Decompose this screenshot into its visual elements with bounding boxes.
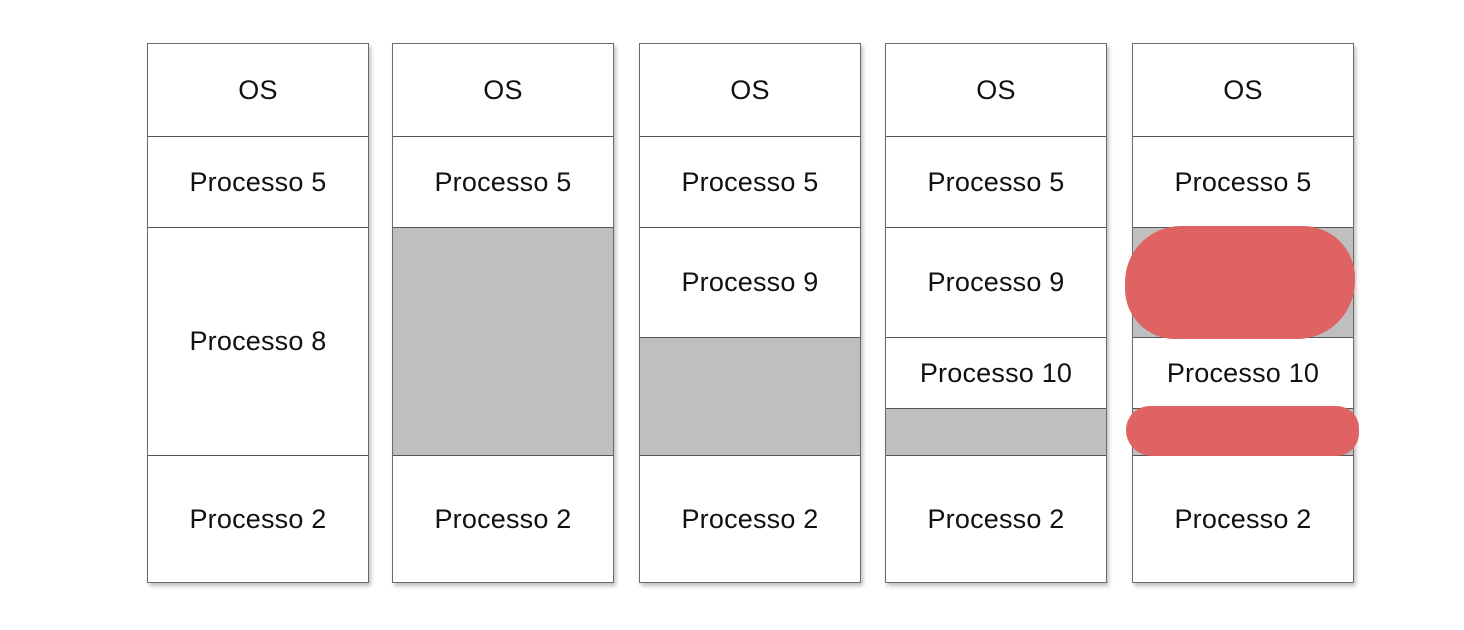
block-processo-10: Processo 10 (886, 337, 1106, 408)
block-processo-8: Processo 8 (148, 227, 368, 455)
memory-column-1: OS Processo 5 Processo 8 Processo 2 (147, 43, 369, 583)
memory-column-3: OS Processo 5 Processo 9 Processo 2 (639, 43, 861, 583)
block-processo-5: Processo 5 (1133, 136, 1353, 227)
block-processo-2: Processo 2 (886, 455, 1106, 583)
free-memory-block (886, 408, 1106, 455)
block-processo-10: Processo 10 (1133, 337, 1353, 408)
block-os: OS (238, 74, 278, 105)
block-os: OS (483, 74, 523, 105)
memory-column-4: OS Processo 5 Processo 9 Processo 10 Pro… (885, 43, 1107, 583)
block-processo-2: Processo 2 (148, 455, 368, 583)
block-os: OS (1223, 74, 1263, 105)
block-processo-2: Processo 2 (393, 455, 613, 583)
block-processo-2: Processo 2 (1133, 455, 1353, 583)
highlight-mark-lower-fragment (1126, 406, 1359, 456)
block-os: OS (730, 74, 770, 105)
block-os: OS (976, 74, 1016, 105)
block-processo-5: Processo 5 (148, 136, 368, 227)
block-processo-2: Processo 2 (640, 455, 860, 583)
block-processo-9: Processo 9 (886, 227, 1106, 337)
free-memory-block (393, 227, 613, 455)
block-processo-5: Processo 5 (640, 136, 860, 227)
block-processo-9: Processo 9 (640, 227, 860, 337)
block-processo-5: Processo 5 (393, 136, 613, 227)
free-memory-block (640, 337, 860, 455)
block-processo-5: Processo 5 (886, 136, 1106, 227)
highlight-mark-upper-fragment (1125, 226, 1355, 339)
memory-column-2: OS Processo 5 Processo 2 (392, 43, 614, 583)
